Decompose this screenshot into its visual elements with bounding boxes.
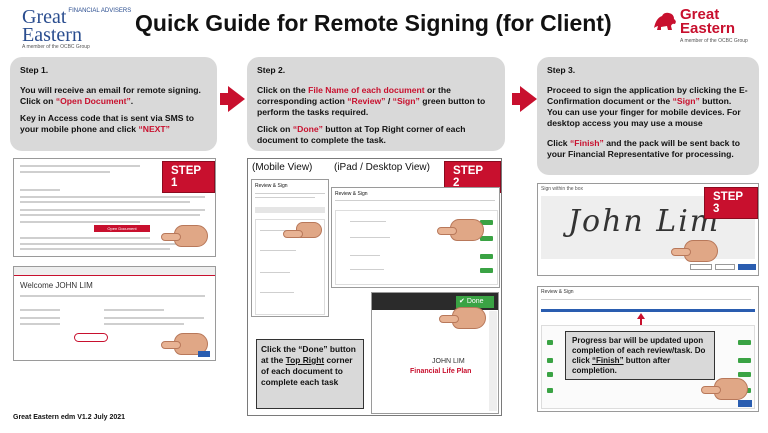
checkmark-icon: ✔ — [459, 298, 465, 305]
progress-screenshot: Review & Sign Progress bar will be updat… — [537, 286, 759, 412]
step2-instructions: Step 2. Click on the File Name of each d… — [247, 57, 505, 151]
done-callout: Click the “Done” button at the Top Right… — [256, 339, 364, 409]
cancel-button[interactable] — [715, 264, 735, 270]
arrow-right-icon — [220, 86, 245, 112]
done-check-icon — [547, 388, 553, 393]
review-button[interactable] — [738, 372, 751, 377]
step2-screenshots: (Mobile View) (iPad / Desktop View) STEP… — [247, 158, 502, 416]
next-button[interactable] — [198, 351, 210, 357]
progress-callout: Progress bar will be updated upon comple… — [565, 331, 715, 380]
step1-paragraph-1: You will receive an email for remote sig… — [20, 85, 201, 106]
hand-pointer-icon — [671, 240, 718, 262]
hand-pointer-icon — [439, 307, 486, 329]
step2-paragraph-1: Click on the File Name of each document … — [257, 85, 486, 117]
apply-button[interactable] — [738, 264, 756, 270]
login-title: Welcome JOHN LIM — [20, 281, 93, 290]
step3-badge: STEP 3 — [704, 187, 758, 219]
review-button[interactable] — [738, 340, 751, 345]
step1-badge: STEP 1 — [162, 161, 215, 193]
red-arrow-up-icon — [637, 313, 645, 319]
open-document-button[interactable]: Open Document — [94, 225, 150, 232]
finish-button[interactable] — [738, 400, 752, 407]
step1-instructions: Step 1. You will receive an email for re… — [10, 57, 217, 151]
done-check-icon — [547, 358, 553, 363]
lion-icon — [654, 12, 676, 31]
document-preview: ✔ Done JOHN LIM Financial Life Plan — [371, 292, 499, 414]
step3-paragraph-2: Click “Finish” and the pack will be sent… — [547, 138, 740, 159]
step1-paragraph-2: Key in Access code that is sent via SMS … — [20, 113, 195, 134]
hand-pointer-icon — [161, 333, 208, 355]
mobile-view-label: (Mobile View) — [252, 162, 313, 173]
step1-heading: Step 1. — [20, 65, 49, 75]
step3-paragraph-1: Proceed to sign the application by click… — [547, 85, 748, 128]
done-check-icon — [547, 340, 553, 345]
review-button[interactable] — [480, 236, 493, 241]
clear-button[interactable] — [690, 264, 712, 270]
review-button[interactable] — [480, 220, 493, 225]
review-button[interactable] — [480, 268, 493, 273]
mobile-view-screenshot: Review & Sign — [251, 179, 329, 317]
step3-instructions: Step 3. Proceed to sign the application … — [537, 57, 759, 175]
arrow-right-icon — [512, 86, 537, 112]
signature: John Lim — [568, 204, 721, 239]
hand-pointer-icon — [283, 222, 322, 238]
ipad-view-label: (iPad / Desktop View) — [334, 162, 430, 173]
hand-pointer-icon — [701, 378, 748, 400]
review-button[interactable] — [738, 358, 751, 363]
signature-screenshot: Sign within the box John Lim STEP 3 — [537, 183, 759, 276]
sign-button[interactable] — [480, 254, 493, 259]
ipad-view-screenshot: Review & Sign — [331, 187, 500, 288]
footer-version: Great Eastern edm V1.2 July 2021 — [13, 414, 126, 421]
access-code-input[interactable] — [74, 333, 108, 342]
doc-subtitle: Financial Life Plan — [410, 368, 472, 375]
done-check-icon — [547, 372, 553, 377]
hand-pointer-icon — [161, 225, 208, 247]
done-button[interactable]: ✔ Done — [456, 296, 494, 308]
progress-bar — [541, 309, 755, 312]
page-title: Quick Guide for Remote Signing (for Clie… — [135, 10, 612, 36]
doc-client-name: JOHN LIM — [432, 358, 465, 365]
step3-heading: Step 3. — [547, 65, 576, 75]
step2-paragraph-2: Click on “Done” button at Top Right corn… — [257, 124, 466, 145]
email-screenshot: Open Document STEP 1 — [13, 158, 216, 257]
hand-pointer-icon — [437, 219, 484, 241]
step2-heading: Step 2. — [257, 65, 286, 75]
access-code-screenshot: Welcome JOHN LIM — [13, 266, 216, 361]
